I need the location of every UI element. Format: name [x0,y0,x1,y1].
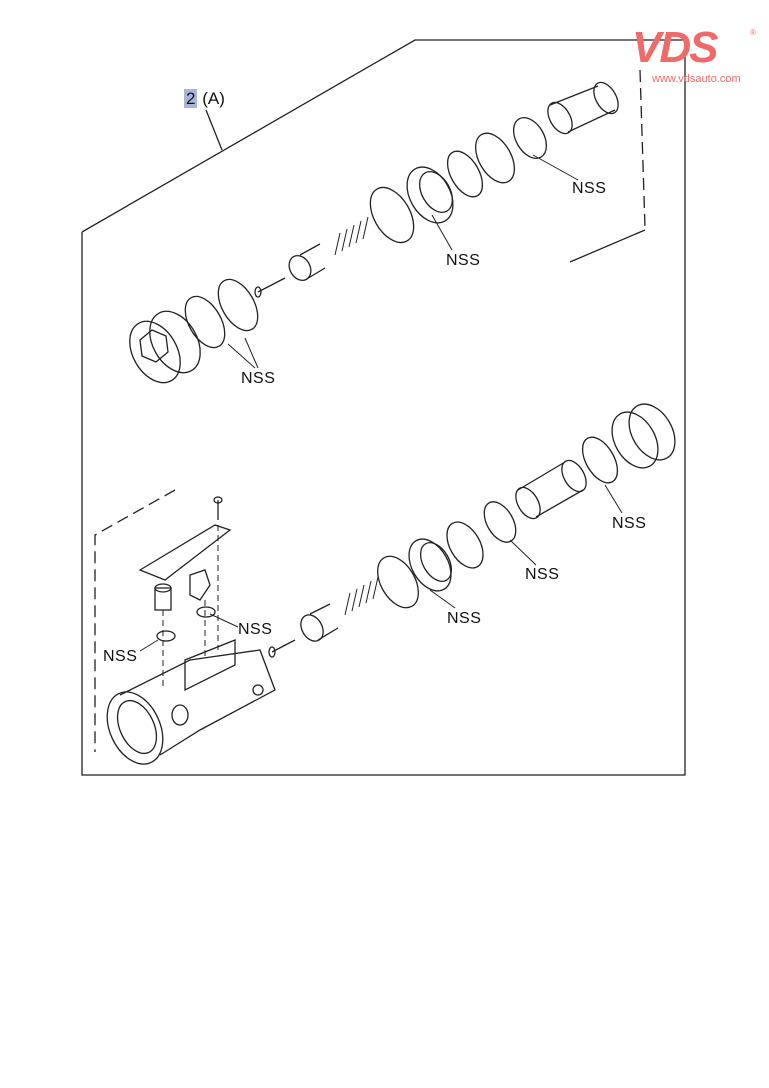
logo-brand: VDS [632,23,718,72]
ring [446,521,484,569]
upper-parts [129,81,619,384]
washer [156,630,176,642]
reference-number: 2 [184,89,198,108]
logo-registered: ® [750,28,756,37]
bracket [138,524,232,581]
sleeve [515,459,587,520]
cup-seal [475,132,515,184]
nss-callout: NSS [241,370,276,387]
piston [288,243,326,281]
nss-callout: NSS [525,566,560,583]
o-ring [581,436,619,484]
logo-url: www.vdsauto.com [652,73,741,85]
o-ring [184,295,226,349]
cup-seal [406,166,454,224]
assembly-boundary-upper [639,69,646,229]
nss-callout: NSS [572,180,607,197]
cup-seal [408,538,452,592]
diagram-frame [81,39,686,776]
screw [213,496,223,520]
reference-label: 2 (A) [184,89,225,109]
lower-parts [106,403,676,765]
fitting [154,583,172,611]
piston [300,603,339,642]
bolt [268,639,296,658]
bolt [254,277,286,298]
assembly-boundary-lower [94,489,176,752]
elbow-fitting [189,569,211,601]
washer [377,555,419,609]
washer [196,606,216,618]
washer [369,186,415,244]
nss-callout: NSS [446,252,481,269]
reference-suffix: (A) [202,89,225,108]
end-plug [611,403,676,469]
nss-callout: NSS [612,515,647,532]
o-ring [217,278,259,332]
spring [334,216,369,256]
reference-leader [205,109,223,151]
spring [344,576,379,616]
sleeve [547,81,619,135]
cup-seal [483,501,517,543]
nss-callout: NSS [447,610,482,627]
nss-callout: NSS [103,648,138,665]
nss-callout: NSS [238,621,273,638]
ring [446,150,484,198]
hex-plug [129,310,201,384]
